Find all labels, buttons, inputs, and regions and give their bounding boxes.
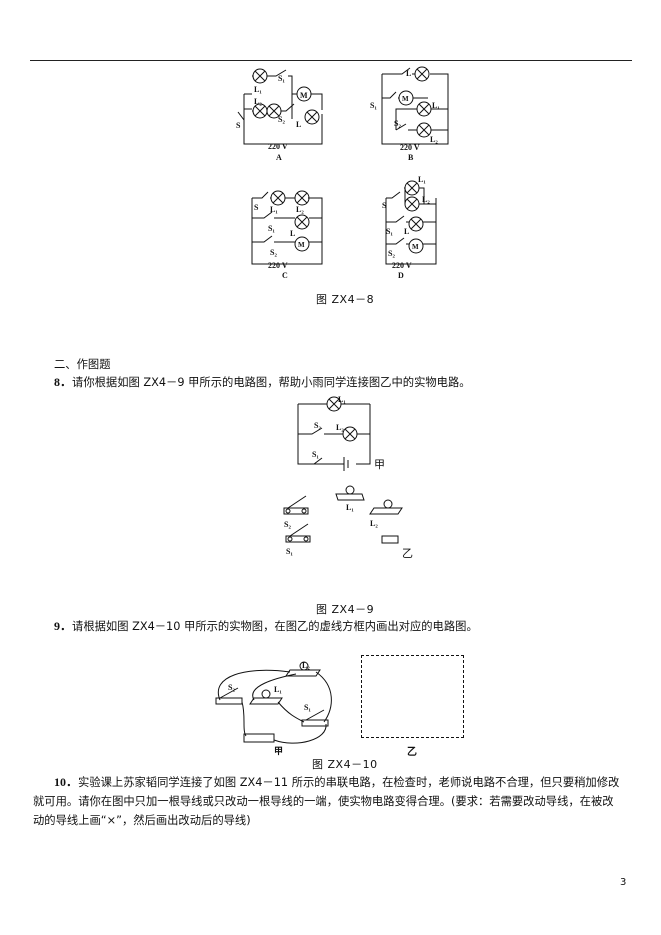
label-a: A (276, 153, 282, 162)
label-l2: L₂ (302, 661, 310, 670)
label-l1: L₁ (338, 395, 346, 404)
label-s2: S₂ (388, 249, 395, 258)
label-l1: L₁ (418, 175, 426, 184)
circuit-diagram-jia: L₁ S₂ L₂ S₁ 甲 (297, 395, 385, 471)
question-number: 8． (54, 375, 73, 389)
physical-parts-yi: S₂ L₁ L₂ S₁ 乙 (283, 485, 413, 560)
label-l2: L₂ (336, 423, 344, 432)
physical-circuit-jia: L₂ S₂ L₁ S₁ 甲 (215, 661, 332, 756)
svg-text:M: M (412, 243, 419, 251)
label-l2: L₂ (422, 195, 430, 204)
circuit-d: M L₁ S L₂ S₁ L S₂ 220 V D (382, 175, 437, 280)
label-d: D (398, 271, 404, 280)
label-l: L (404, 227, 409, 236)
label-s1: S₁ (386, 227, 393, 236)
question-10-line-3: 动的导线上画“×”，然后画出改动后的导线) (33, 814, 251, 827)
voltage-b: 220 V (400, 143, 420, 152)
voltage-c: 220 V (268, 261, 288, 270)
voltage-d: 220 V (392, 261, 412, 270)
label-jia: 甲 (374, 459, 385, 471)
question-number: 10． (54, 775, 79, 789)
label-c: C (282, 271, 288, 280)
label-b: B (408, 153, 414, 162)
label-s2: S₂ (270, 248, 277, 257)
label-l: L (296, 120, 301, 129)
label-s2: S₂ (228, 683, 235, 692)
label-s1: S₁ (268, 224, 275, 233)
label-yi: 乙 (402, 547, 413, 560)
answer-box-yi[interactable] (361, 655, 464, 738)
caption-zx4-10: 图 ZX4－10 (312, 758, 378, 771)
label-s1: S₁ (370, 101, 377, 110)
label-l1: L₁ (254, 85, 262, 94)
label-s1: S₁ (286, 547, 293, 556)
label-s2: S₂ (284, 520, 291, 529)
caption-zx4-8: 图 ZX4－8 (316, 293, 375, 306)
label-l2: L₂ (370, 519, 378, 528)
question-9: 9．请根据如图 ZX4－10 甲所示的实物图，在图乙的虚线方框内画出对应的电路图… (54, 617, 634, 636)
question-text: 请你根据如图 ZX4－9 甲所示的电路图，帮助小雨同学连接图乙中的实物电路。 (72, 376, 471, 389)
label-l1: L₁ (346, 503, 354, 512)
svg-text:M: M (402, 95, 409, 103)
label-l1: L₁ (432, 101, 440, 110)
label-s2: S₂ (314, 421, 321, 430)
label-l2: L₂ (254, 97, 262, 106)
section-heading: 二、作图题 (54, 358, 111, 371)
label-jia: 甲 (274, 746, 283, 756)
circuit-b: M L S₁ L₁ S₂ L₂ 220 V B (370, 66, 449, 162)
label-l2: L₂ (296, 205, 304, 214)
label-l: L (290, 229, 295, 238)
label-s: S (254, 203, 259, 212)
question-10-line-2: 就可用。请你在图中只加一根导线或只改动一根导线的一端，使实物电路变得合理。(要求… (33, 795, 614, 808)
question-10-line-1: 10．实验课上苏家韬同学连接了如图 ZX4－11 所示的串联电路，在检查时，老师… (54, 773, 639, 792)
question-number: 9． (54, 619, 73, 633)
label-l1: L₁ (270, 205, 278, 214)
label-s2: S₂ (278, 115, 285, 124)
label-yi: 乙 (407, 747, 417, 758)
label-s1: S₁ (312, 450, 319, 459)
header-rule (30, 60, 632, 61)
label-l2: L₂ (430, 135, 438, 144)
label-s2: S₂ (394, 119, 401, 128)
question-text: 请根据如图 ZX4－10 甲所示的实物图，在图乙的虚线方框内画出对应的电路图。 (72, 620, 478, 633)
voltage-a: 220 V (268, 142, 288, 151)
circuit-a: M S₁ L₁ L₂ S S₂ L 220 V A (236, 68, 323, 162)
question-8: 8．请你根据如图 ZX4－9 甲所示的电路图，帮助小雨同学连接图乙中的实物电路。 (54, 373, 634, 392)
label-s: S (236, 121, 241, 130)
svg-text:M: M (300, 91, 308, 100)
question-text: 实验课上苏家韬同学连接了如图 ZX4－11 所示的串联电路，在检查时，老师说电路… (78, 776, 620, 789)
label-s1: S₁ (278, 74, 285, 83)
label-l: L (406, 69, 411, 78)
caption-zx4-9: 图 ZX4－9 (316, 603, 375, 616)
svg-text:M: M (298, 241, 305, 249)
label-s: S (382, 201, 387, 210)
page-number: 3 (620, 877, 627, 888)
label-l1: L₁ (274, 685, 282, 694)
label-s1: S₁ (304, 703, 311, 712)
circuit-c: M S L₁ L₂ S₁ L S₂ 220 V C (251, 190, 323, 280)
